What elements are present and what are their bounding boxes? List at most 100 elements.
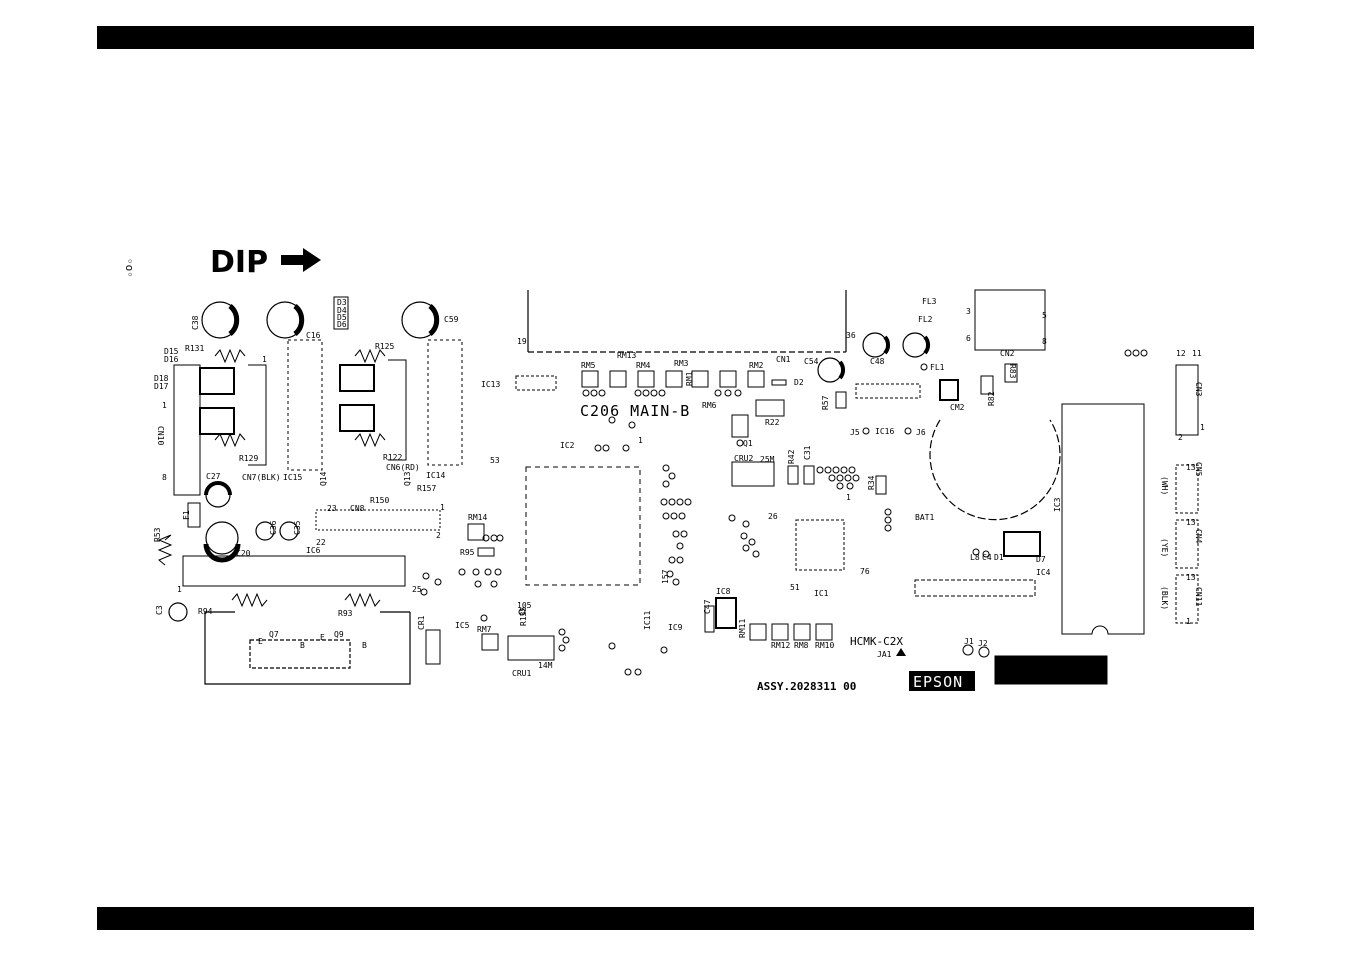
svg-text:C36: C36 xyxy=(269,520,278,535)
battery-outline xyxy=(929,419,1061,521)
svg-text:D3: D3 xyxy=(337,298,347,307)
svg-text:R95: R95 xyxy=(460,548,475,557)
svg-text:25M: 25M xyxy=(760,455,775,464)
svg-text:R135: R135 xyxy=(519,607,528,626)
label-c16: C16 xyxy=(306,331,321,340)
svg-text:IC16: IC16 xyxy=(875,427,894,436)
orientation-mark: ◦o◦ xyxy=(123,258,136,278)
svg-text:IC8: IC8 xyxy=(716,587,731,596)
svg-text:R94: R94 xyxy=(198,607,213,616)
svg-text:IC6: IC6 xyxy=(306,546,321,555)
svg-text:Q1: Q1 xyxy=(743,439,753,448)
svg-text:C27: C27 xyxy=(206,472,221,481)
svg-text:Q13: Q13 xyxy=(403,471,412,486)
svg-text:RM11: RM11 xyxy=(738,619,747,638)
svg-text:11: 11 xyxy=(1192,349,1202,358)
svg-text:CN6(RD): CN6(RD) xyxy=(386,463,420,472)
svg-text:CRU2: CRU2 xyxy=(734,454,753,463)
svg-text:CN3: CN3 xyxy=(1194,382,1203,397)
svg-text:76: 76 xyxy=(860,567,870,576)
svg-text:1: 1 xyxy=(1186,617,1191,626)
svg-text:53: 53 xyxy=(490,456,500,465)
svg-text:R34: R34 xyxy=(867,475,876,490)
svg-text:D17: D17 xyxy=(154,382,169,391)
svg-text:Q7: Q7 xyxy=(269,630,279,639)
svg-text:J6: J6 xyxy=(916,428,926,437)
svg-text:C47: C47 xyxy=(703,599,712,614)
svg-text:IC14: IC14 xyxy=(426,471,445,480)
svg-text:R53: R53 xyxy=(153,527,162,542)
svg-text:13: 13 xyxy=(1186,573,1196,582)
svg-text:IC3: IC3 xyxy=(1053,497,1062,512)
svg-text:Q14: Q14 xyxy=(319,471,328,486)
svg-text:1: 1 xyxy=(162,401,167,410)
svg-text:RM8: RM8 xyxy=(794,641,809,650)
svg-text:6: 6 xyxy=(966,334,971,343)
svg-text:FL1: FL1 xyxy=(930,363,945,372)
svg-text:D7: D7 xyxy=(1036,555,1046,564)
svg-text:RM10: RM10 xyxy=(815,641,834,650)
svg-text:R82: R82 xyxy=(987,391,996,406)
svg-text:D6: D6 xyxy=(337,320,347,329)
svg-text:RM5: RM5 xyxy=(581,361,596,370)
svg-text:IC1: IC1 xyxy=(814,589,829,598)
svg-text:J2: J2 xyxy=(978,639,988,648)
bottom-bar xyxy=(97,907,1254,930)
svg-text:RM3: RM3 xyxy=(674,359,689,368)
vias xyxy=(420,349,1148,676)
svg-text:25: 25 xyxy=(412,585,422,594)
svg-text:12: 12 xyxy=(1176,349,1186,358)
svg-text:R150: R150 xyxy=(370,496,389,505)
svg-text:RM4: RM4 xyxy=(636,361,651,370)
svg-text:R42: R42 xyxy=(787,449,796,464)
svg-text:5: 5 xyxy=(1042,311,1047,320)
svg-text:CN11: CN11 xyxy=(1194,587,1203,606)
svg-text:1: 1 xyxy=(262,355,267,364)
svg-text:IC13: IC13 xyxy=(481,380,500,389)
svg-text:BAT1: BAT1 xyxy=(915,513,934,522)
svg-text:RM14: RM14 xyxy=(468,513,487,522)
svg-text:B: B xyxy=(362,641,367,650)
svg-text:R131: R131 xyxy=(185,344,204,353)
svg-text:RM1: RM1 xyxy=(685,371,694,386)
svg-text:R83: R83 xyxy=(1008,364,1017,379)
label-c59: C59 xyxy=(444,315,459,324)
svg-text:8: 8 xyxy=(162,473,167,482)
svg-text:8: 8 xyxy=(1042,337,1047,346)
svg-text:F1: F1 xyxy=(182,510,191,520)
pin-numbers: 1 8 1 1 2 22 23 1 25 19 1 53 157 26 1 51… xyxy=(162,307,1205,670)
svg-text:D16: D16 xyxy=(164,355,179,364)
svg-text:C35: C35 xyxy=(293,520,302,535)
svg-text:IC15: IC15 xyxy=(283,473,302,482)
board-title: C206 MAIN-B xyxy=(580,402,690,420)
triangle-mark-icon xyxy=(896,648,906,656)
svg-text:L8: L8 xyxy=(970,553,980,562)
svg-text:CN2: CN2 xyxy=(1000,349,1015,358)
svg-text:CRU1: CRU1 xyxy=(512,669,531,678)
svg-text:22: 22 xyxy=(316,538,326,547)
svg-text:C54: C54 xyxy=(804,357,819,366)
svg-text:R22: R22 xyxy=(765,418,780,427)
capacitors-top xyxy=(168,301,930,622)
svg-text:RM12: RM12 xyxy=(771,641,790,650)
svg-text:157: 157 xyxy=(661,569,670,584)
svg-text:Q9: Q9 xyxy=(334,630,344,639)
epson-logo-bg xyxy=(909,671,975,691)
component-labels: C38 C16 C59 D3 D4 D5 D6 R131 D15 D16 D18… xyxy=(153,296,1203,678)
svg-text:CN4: CN4 xyxy=(1194,529,1203,544)
svg-text:CN8: CN8 xyxy=(350,504,365,513)
svg-text:E: E xyxy=(258,637,263,646)
svg-text:51: 51 xyxy=(790,583,800,592)
svg-text:FL2: FL2 xyxy=(918,315,933,324)
svg-text:D5: D5 xyxy=(337,313,347,322)
svg-text:CR1: CR1 xyxy=(417,615,426,630)
svg-text:RM7: RM7 xyxy=(477,625,492,634)
top-bar xyxy=(97,26,1254,49)
svg-text:RM6: RM6 xyxy=(702,401,717,410)
svg-text:C20: C20 xyxy=(236,549,251,558)
svg-text:D15: D15 xyxy=(164,347,179,356)
svg-text:C4: C4 xyxy=(982,553,992,562)
svg-text:R125: R125 xyxy=(375,342,394,351)
svg-text:13: 13 xyxy=(1186,463,1196,472)
svg-text:CN5: CN5 xyxy=(1194,462,1203,477)
